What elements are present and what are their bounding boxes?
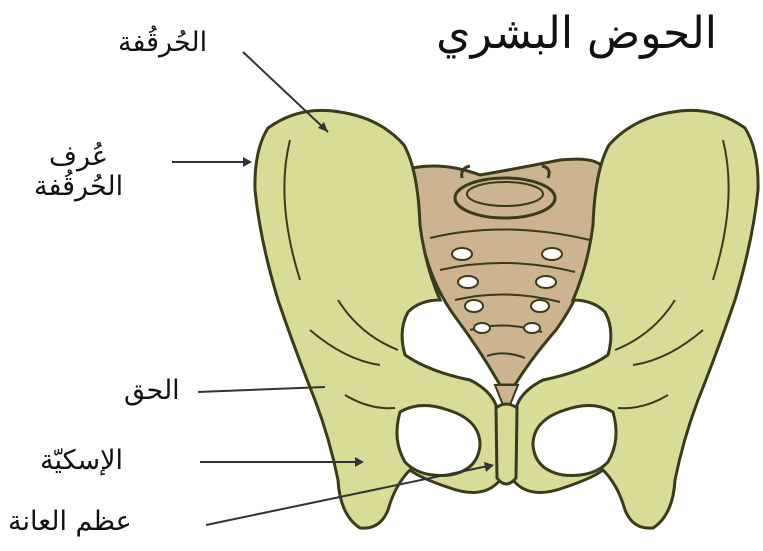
label-iliac-crest: عُرف الحُرقُفة: [34, 142, 123, 201]
leader-line-acetabulum: [198, 387, 325, 392]
label-ilium: الحُرقُفة: [118, 28, 207, 58]
pubic-symphysis: [496, 404, 517, 484]
label-pubis: عظم العانة: [8, 507, 132, 537]
label-ischium: الإسكيّة: [40, 446, 123, 476]
label-acetabulum: الحق: [124, 376, 180, 406]
diagram-title: الحوض البشري: [436, 10, 717, 58]
label-iliac-crest-line1: عُرف: [34, 142, 123, 172]
label-iliac-crest-line2: الحُرقُفة: [34, 172, 123, 202]
